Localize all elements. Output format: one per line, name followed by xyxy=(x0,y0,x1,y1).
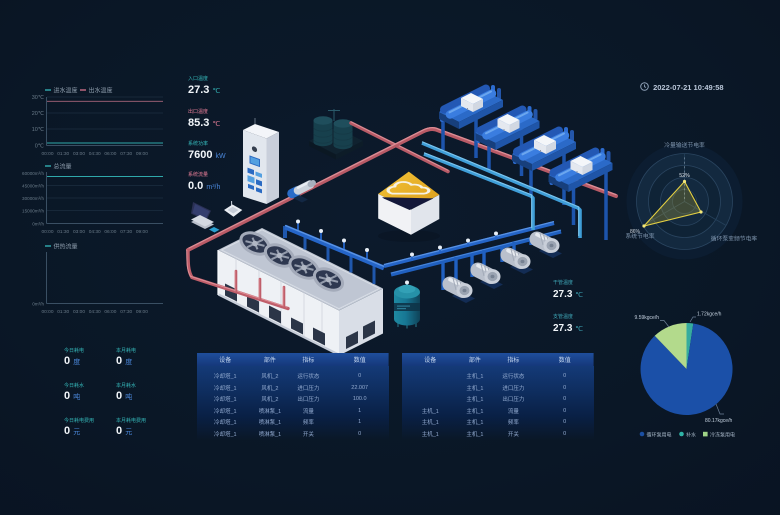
svg-text:30℃: 30℃ xyxy=(32,95,45,101)
svg-text:9.59kgce/h: 9.59kgce/h xyxy=(635,315,660,321)
svg-text:03:00: 03:00 xyxy=(73,309,85,315)
svg-text:04:30: 04:30 xyxy=(89,151,101,157)
svg-text:80.17kgce/h: 80.17kgce/h xyxy=(705,418,732,424)
svg-text:60000m³/h: 60000m³/h xyxy=(22,171,44,176)
svg-text:01:30: 01:30 xyxy=(57,151,69,157)
svg-text:0m³/h: 0m³/h xyxy=(32,302,44,307)
svg-text:30000m³/h: 30000m³/h xyxy=(22,196,44,201)
svg-text:06:00: 06:00 xyxy=(104,151,116,157)
svg-text:07:30: 07:30 xyxy=(120,151,132,157)
svg-text:总流量: 总流量 xyxy=(54,162,72,170)
svg-text:45000m³/h: 45000m³/h xyxy=(22,184,44,189)
svg-text:07:30: 07:30 xyxy=(120,229,132,235)
svg-text:0m³/h: 0m³/h xyxy=(32,222,44,227)
svg-text:86%: 86% xyxy=(630,229,641,235)
svg-text:15000m³/h: 15000m³/h xyxy=(22,209,44,214)
svg-text:冷冻泵用电: 冷冻泵用电 xyxy=(710,431,735,438)
svg-text:04:30: 04:30 xyxy=(89,309,101,315)
svg-text:01:30: 01:30 xyxy=(57,229,69,235)
svg-text:出水温度: 出水温度 xyxy=(89,86,113,94)
svg-text:0℃: 0℃ xyxy=(35,144,45,150)
svg-text:1.72kgce/h: 1.72kgce/h xyxy=(697,312,722,318)
svg-text:系统节电率: 系统节电率 xyxy=(626,232,655,240)
svg-text:01:30: 01:30 xyxy=(57,309,69,315)
svg-text:20℃: 20℃ xyxy=(32,111,45,117)
svg-text:09:00: 09:00 xyxy=(136,229,148,235)
svg-text:供热流量: 供热流量 xyxy=(54,242,78,250)
svg-text:04:30: 04:30 xyxy=(89,229,101,235)
svg-text:循环泵用电: 循环泵用电 xyxy=(647,431,672,438)
svg-text:00:00: 00:00 xyxy=(41,229,53,235)
svg-text:07:30: 07:30 xyxy=(120,309,132,315)
svg-text:进水温度: 进水温度 xyxy=(54,86,78,94)
svg-text:06:00: 06:00 xyxy=(104,229,116,235)
svg-text:03:00: 03:00 xyxy=(73,229,85,235)
svg-text:00:00: 00:00 xyxy=(41,151,53,157)
svg-text:52%: 52% xyxy=(679,173,690,179)
svg-text:冷量输送节电率: 冷量输送节电率 xyxy=(664,141,705,149)
svg-text:06:00: 06:00 xyxy=(104,309,116,315)
svg-text:补水: 补水 xyxy=(686,431,696,438)
svg-text:00:00: 00:00 xyxy=(41,309,53,315)
svg-text:10℃: 10℃ xyxy=(32,127,45,133)
svg-text:09:00: 09:00 xyxy=(136,151,148,157)
svg-text:循环泵变频节电率: 循环泵变频节电率 xyxy=(711,235,758,243)
svg-text:09:00: 09:00 xyxy=(136,309,148,315)
svg-text:03:00: 03:00 xyxy=(73,151,85,157)
